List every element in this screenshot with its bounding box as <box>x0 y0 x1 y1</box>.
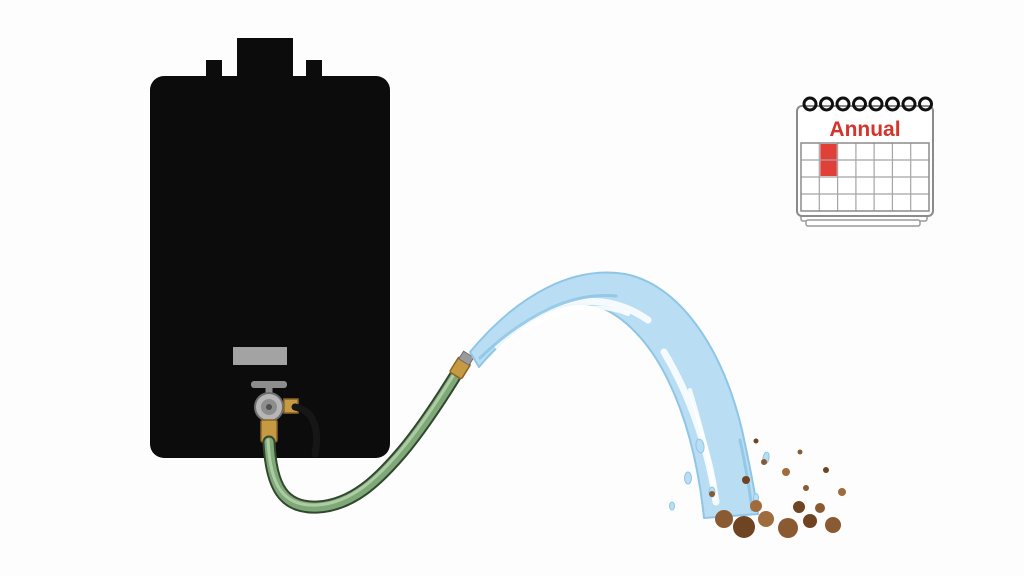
water-droplet <box>669 501 675 511</box>
calendar-label: Annual <box>829 118 900 141</box>
heater-panel <box>233 347 287 365</box>
sediment <box>709 438 846 538</box>
calendar-grid <box>801 143 929 211</box>
spiral-ring <box>868 96 884 112</box>
hose-highlight <box>266 369 458 507</box>
sediment-clump <box>750 500 762 512</box>
sediment-speck <box>823 467 829 473</box>
vent-pipe <box>237 38 293 80</box>
nozzle-tip <box>458 350 475 366</box>
garden-hose <box>262 350 475 514</box>
drain-valve <box>251 381 321 458</box>
sediment-speck <box>803 485 809 491</box>
water-shade <box>478 294 618 360</box>
sediment-speck <box>742 476 750 484</box>
spiral-ring <box>918 96 933 112</box>
water-highlight <box>520 305 630 334</box>
calendar-spiral <box>802 96 933 112</box>
water-droplet <box>684 471 692 485</box>
hose-nozzle <box>449 350 475 380</box>
calendar-icon: Annual <box>796 96 934 227</box>
water-heater <box>150 38 390 458</box>
sediment-speck <box>761 459 767 465</box>
calendar-grid-border <box>800 142 930 212</box>
water-heater-body <box>150 76 390 458</box>
sediment-clump <box>733 516 755 538</box>
sediment-clump <box>715 510 733 528</box>
sediment-clump <box>793 501 805 513</box>
sediment-speck <box>709 491 715 497</box>
sediment-speck <box>797 449 803 455</box>
spiral-ring <box>852 96 867 112</box>
water-droplet <box>695 438 705 454</box>
drain-lever <box>291 403 321 458</box>
water-stream <box>469 271 770 519</box>
sediment-clump <box>825 517 841 533</box>
calendar-underpage <box>805 219 921 227</box>
vent-knob-left <box>206 60 222 80</box>
valve-t-handle <box>251 381 287 388</box>
vent-knob-right <box>306 60 322 80</box>
spiral-ring <box>802 96 818 112</box>
spiral-ring <box>835 96 851 112</box>
sediment-clump <box>815 503 825 513</box>
spiral-ring <box>901 96 917 112</box>
spiral-ring <box>885 96 900 112</box>
valve-center <box>266 404 272 410</box>
sediment-clump <box>758 511 774 527</box>
water-highlight <box>494 298 652 350</box>
sediment-clump <box>803 514 817 528</box>
sediment-speck <box>753 438 759 444</box>
sediment-speck <box>838 488 846 496</box>
spiral-ring <box>819 96 834 112</box>
sediment-speck <box>782 468 790 476</box>
sediment-clump <box>778 518 798 538</box>
